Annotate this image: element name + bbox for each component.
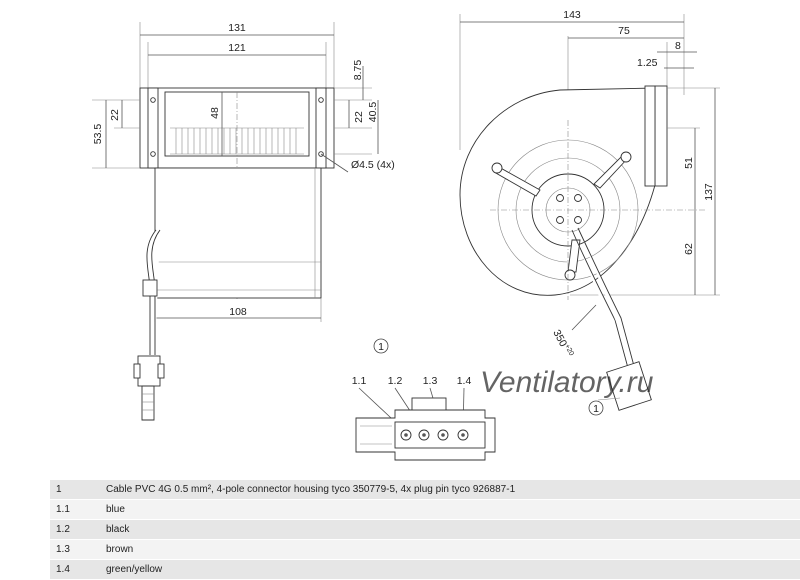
legend-desc: blue <box>100 499 800 520</box>
legend-table: 1 Cable PVC 4G 0.5 mm², 4-pole connector… <box>50 480 800 580</box>
side-mount-left <box>491 162 503 174</box>
side-mount-bottom <box>564 269 576 281</box>
mount-hole-tr <box>318 97 324 103</box>
legend-desc: Cable PVC 4G 0.5 mm², 4-pole connector h… <box>100 480 800 500</box>
front-connector <box>137 355 161 387</box>
callout-circle-side <box>588 400 604 416</box>
dim-75: 75 <box>618 25 630 37</box>
pin-label-1-3: 1.3 <box>423 375 438 387</box>
legend-row: 1 Cable PVC 4G 0.5 mm², 4-pole connector… <box>50 480 800 500</box>
front-connector-pins <box>141 385 155 421</box>
connector-detail: 1 1.1 1.2 1.3 1.4 <box>352 338 496 461</box>
legend-num: 1 <box>50 480 100 500</box>
side-mount-right <box>620 151 632 163</box>
legend-row: 1.2 black <box>50 519 800 540</box>
dim-350-tolerance: +20 <box>563 343 575 357</box>
side-view: 143 75 8 1.25 51 137 <box>459 9 720 416</box>
dim-62: 62 <box>683 243 695 255</box>
legend-num: 1.1 <box>50 499 100 520</box>
watermark: Ventilatory.ru <box>480 366 654 399</box>
cable-length-leader <box>571 304 597 331</box>
dim-48: 48 <box>209 107 221 119</box>
flange-ear-left <box>147 87 159 169</box>
callout-side-label: 1 <box>593 403 599 415</box>
callout-circle-detail <box>373 338 389 354</box>
technical-drawing: 131 121 48 <box>92 9 720 461</box>
dim-40-5: 40.5 <box>367 102 379 123</box>
dim-1-25: 1.25 <box>637 57 658 69</box>
cable-grommet <box>142 279 158 297</box>
side-outlet-flange <box>654 85 668 187</box>
dim-350: 350+20 <box>550 328 574 360</box>
pin-label-1-1: 1.1 <box>352 375 367 387</box>
dim-51: 51 <box>683 157 695 169</box>
callout-detail-label: 1 <box>378 341 384 353</box>
impeller-blades <box>170 127 304 155</box>
dim-8: 8 <box>675 40 681 52</box>
dim-22-left: 22 <box>109 109 121 121</box>
dim-22-right: 22 <box>353 111 365 123</box>
legend-num: 1.3 <box>50 539 100 560</box>
dim-hole-diameter: Ø4.5 (4x) <box>351 159 395 171</box>
front-view: 131 121 48 <box>92 22 395 421</box>
connector-latch <box>411 397 447 411</box>
dim-121: 121 <box>228 42 246 54</box>
dim-143: 143 <box>563 9 581 21</box>
legend-row: 1.4 green/yellow <box>50 559 800 580</box>
legend-desc: green/yellow <box>100 559 800 580</box>
front-housing <box>154 167 322 299</box>
pin-label-1-2: 1.2 <box>388 375 403 387</box>
legend-num: 1.2 <box>50 519 100 540</box>
dim-8-75: 8.75 <box>352 60 364 81</box>
pin-label-1-4: 1.4 <box>457 375 472 387</box>
dim-108: 108 <box>229 306 247 318</box>
hole-leader <box>320 153 349 173</box>
mount-hole-bl <box>150 151 156 157</box>
dim-53-5: 53.5 <box>92 124 104 145</box>
legend-row: 1.3 brown <box>50 539 800 560</box>
outlet-opening <box>164 91 310 157</box>
legend-num: 1.4 <box>50 559 100 580</box>
side-cable <box>571 229 629 369</box>
legend-desc: black <box>100 519 800 540</box>
dim-131: 131 <box>228 22 246 34</box>
mount-hole-tl <box>150 97 156 103</box>
dim-137: 137 <box>703 183 715 201</box>
legend-row: 1.1 blue <box>50 499 800 520</box>
legend-desc: brown <box>100 539 800 560</box>
